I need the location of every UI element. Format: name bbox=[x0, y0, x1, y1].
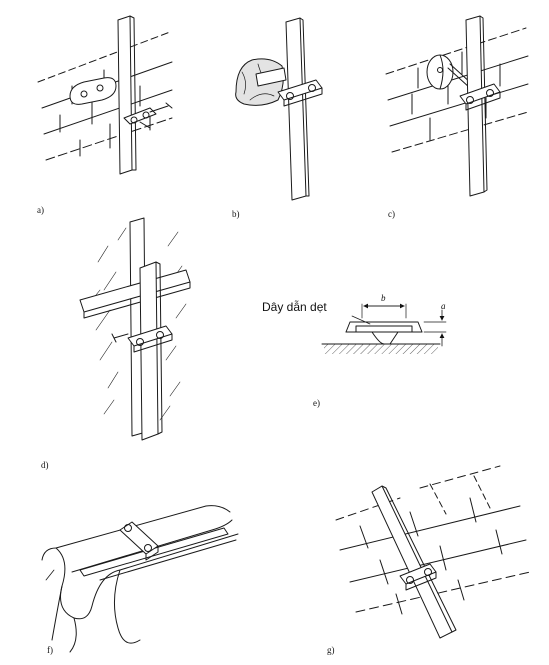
dimension-a-label: a bbox=[441, 301, 446, 311]
panel-label-g: g) bbox=[327, 645, 335, 655]
flat-conductor-callout: Dây dẫn dẹt bbox=[262, 300, 327, 314]
panel-f-drawing bbox=[42, 506, 238, 652]
dimension-b-label: b bbox=[381, 293, 386, 303]
panel-label-e: e) bbox=[313, 398, 320, 408]
panel-label-c: c) bbox=[388, 209, 395, 219]
panel-a-drawing bbox=[38, 16, 172, 174]
panel-label-d: d) bbox=[41, 460, 49, 470]
panel-label-b: b) bbox=[232, 209, 240, 219]
panel-c-drawing bbox=[386, 16, 528, 196]
panel-label-a: a) bbox=[37, 205, 44, 215]
panel-e-drawing bbox=[322, 303, 446, 354]
panel-b-drawing bbox=[236, 18, 322, 200]
panel-label-f: f) bbox=[47, 645, 53, 655]
panel-d-drawing bbox=[80, 218, 190, 440]
panel-g-drawing bbox=[336, 466, 530, 638]
